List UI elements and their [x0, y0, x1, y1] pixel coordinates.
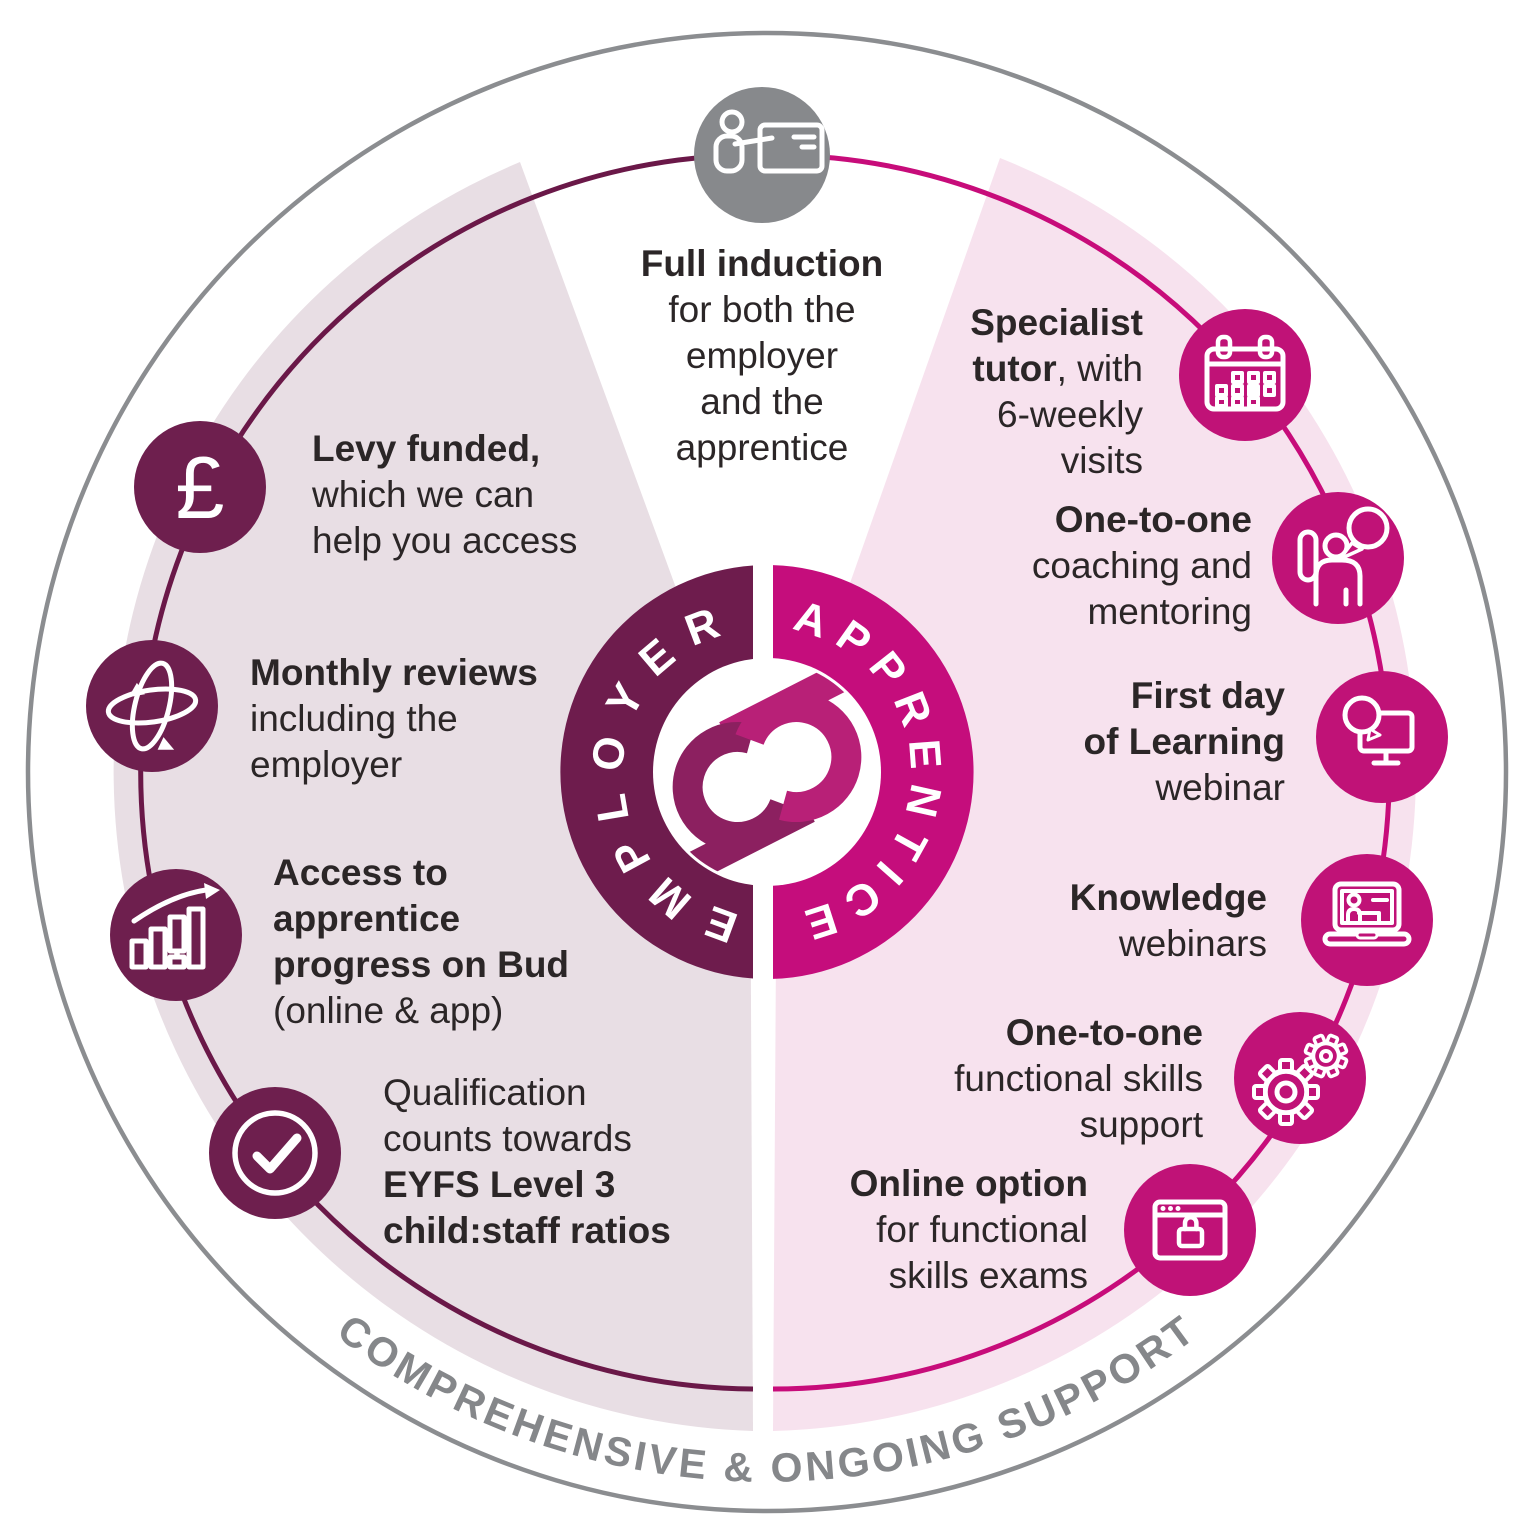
calendar-icon — [1204, 334, 1286, 412]
svg-text:£: £ — [176, 438, 225, 537]
person-speech-bubble-icon — [1297, 506, 1390, 607]
first-day-icon-circle — [1316, 671, 1448, 803]
levy-icon-circle — [134, 421, 266, 553]
apprentice-ring-half — [773, 565, 974, 979]
access-icon-circle — [110, 869, 242, 1001]
checkmark-circle-icon — [232, 1110, 318, 1196]
chain-link-logo — [656, 661, 878, 883]
browser-lock-icon — [1152, 1199, 1228, 1261]
monitor-speech-bubble-icon — [1342, 695, 1415, 766]
bar-chart-growth-icon — [129, 883, 220, 970]
knowledge-icon-circle — [1301, 854, 1433, 986]
specialist-icon-circle — [1179, 309, 1311, 441]
qual-icon-circle — [209, 1087, 341, 1219]
laptop-presenter-icon — [1322, 881, 1412, 947]
employer-ring-half — [560, 565, 753, 979]
outer-gray-ring — [25, 30, 1509, 1514]
presenter-board-icon — [713, 109, 825, 174]
pound-sterling-icon: £ — [176, 438, 225, 537]
monthly-icon-circle — [86, 640, 218, 772]
gears-icon — [1252, 1033, 1349, 1126]
